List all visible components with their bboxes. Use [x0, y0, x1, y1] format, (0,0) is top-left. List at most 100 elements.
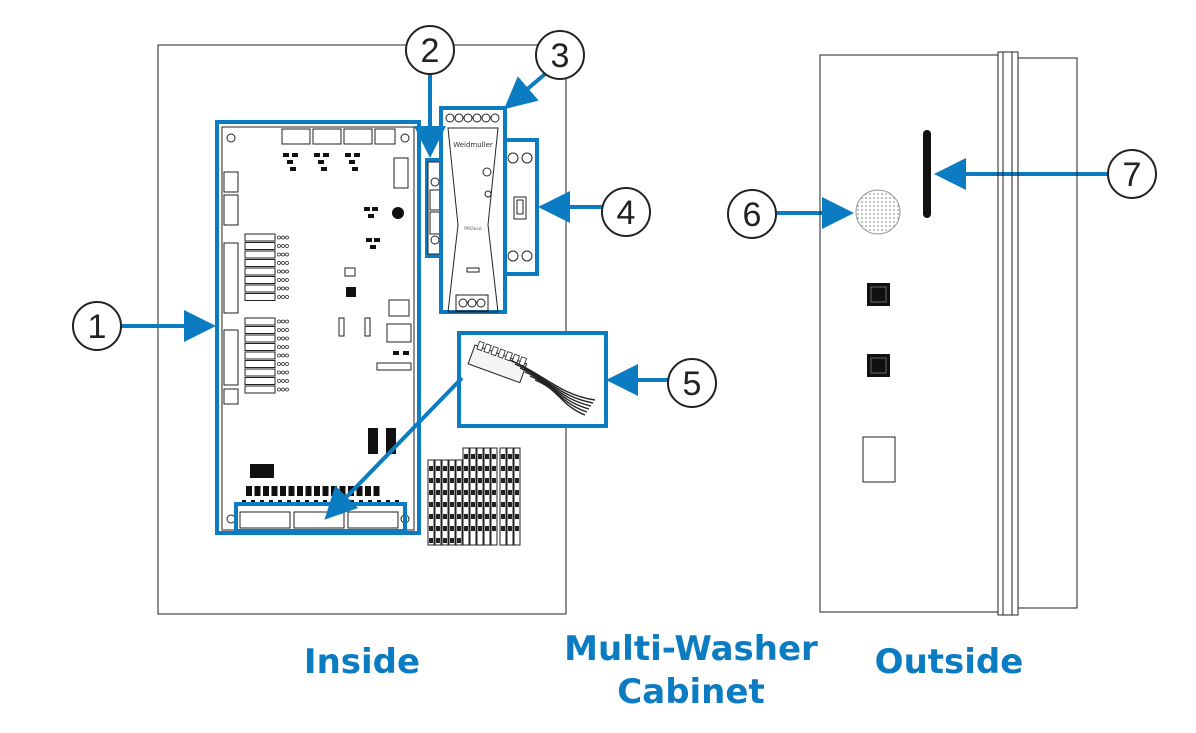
- pin: [281, 252, 285, 257]
- terminal-clamp: [501, 454, 505, 459]
- pin: [281, 328, 285, 332]
- terminal-block: [513, 447, 521, 546]
- header-pin: [263, 486, 269, 496]
- header-pin: [271, 486, 278, 496]
- callout-number: 5: [683, 365, 702, 403]
- terminal-clamp: [429, 502, 433, 507]
- terminal-clamp: [436, 490, 440, 495]
- terminal-clamp: [471, 526, 475, 531]
- pin: [281, 345, 285, 349]
- terminal-clamp: [450, 478, 454, 483]
- terminal-clamp: [457, 514, 461, 519]
- screw-terminal: [463, 113, 473, 123]
- relay-component: [244, 284, 276, 293]
- header-pin: [288, 486, 295, 496]
- terminal-clamp: [492, 502, 496, 507]
- inside-panel: [157, 44, 567, 615]
- wire: [509, 359, 596, 401]
- pin: [281, 336, 285, 341]
- terminal-clamp: [515, 454, 519, 459]
- terminal-clamp: [457, 526, 461, 531]
- terminal-clamp: [492, 514, 496, 519]
- terminal-clamp: [478, 526, 482, 531]
- terminal-clamp: [471, 454, 475, 459]
- terminal-block: [490, 447, 498, 546]
- outside-label: Outside: [875, 642, 1024, 682]
- terminal-block: [499, 447, 507, 546]
- pin: [281, 370, 285, 375]
- pin: [281, 295, 285, 299]
- pin: [281, 278, 285, 282]
- pin: [285, 379, 289, 383]
- relay-component: [244, 250, 276, 259]
- terminal-clamp: [501, 490, 505, 495]
- pin: [285, 235, 289, 240]
- control-board: [221, 126, 415, 531]
- header-pin: [314, 486, 320, 496]
- pin: [277, 362, 281, 366]
- header-pin: [305, 486, 312, 496]
- callout-1: 1: [72, 301, 122, 351]
- header-pin: [356, 486, 363, 496]
- terminal-clamp: [485, 526, 489, 531]
- pin: [285, 319, 289, 324]
- pin: [285, 353, 289, 358]
- terminal-blocks: [427, 447, 521, 546]
- pin: [277, 295, 281, 299]
- pin: [277, 244, 281, 248]
- pin: [281, 387, 285, 392]
- terminal-clamp: [464, 478, 468, 483]
- relay-component: [244, 267, 276, 276]
- callout-6: 6: [727, 189, 777, 239]
- header-pin: [246, 486, 252, 496]
- relay-component: [244, 360, 276, 368]
- pin: [277, 345, 281, 349]
- terminal-clamp: [471, 478, 475, 483]
- terminal-clamp: [457, 478, 461, 483]
- wire: [534, 379, 586, 416]
- callout-arrows: [121, 72, 1108, 520]
- pin: [285, 269, 289, 274]
- pin: [285, 345, 289, 349]
- psu-brand: Weidmuller: [453, 141, 493, 149]
- header-pin: [331, 486, 337, 496]
- terminal-clamp: [478, 478, 482, 483]
- terminal-clamp: [436, 526, 440, 531]
- terminal-clamp: [515, 514, 519, 519]
- pin: [281, 362, 285, 366]
- terminal-clamp: [515, 466, 519, 471]
- pin: [277, 336, 281, 341]
- cabinet-title-line2: Cabinet: [617, 672, 764, 712]
- terminal-clamp: [471, 502, 475, 507]
- button-1: [867, 283, 890, 306]
- relay-component: [244, 368, 276, 377]
- connector-pin: [483, 343, 492, 354]
- terminal-block: [483, 447, 491, 546]
- terminal-clamp: [450, 514, 454, 519]
- wire: [524, 371, 590, 410]
- terminal-block: [506, 447, 514, 546]
- pin: [277, 235, 281, 240]
- pin: [285, 362, 289, 366]
- terminal-clamp: [508, 466, 512, 471]
- callout-number: 7: [1123, 156, 1142, 194]
- terminal-clamp: [429, 514, 433, 519]
- terminal-clamp: [471, 490, 475, 495]
- terminal-clamp: [501, 502, 505, 507]
- screw-terminal: [490, 113, 500, 123]
- button-2: [867, 354, 890, 377]
- terminal-clamp: [457, 502, 461, 507]
- terminal-clamp: [436, 514, 440, 519]
- callout-3: 3: [535, 30, 585, 80]
- terminal-clamp: [464, 454, 468, 459]
- terminal-block: [476, 447, 484, 546]
- terminal-clamp: [508, 514, 512, 519]
- pin: [281, 269, 285, 274]
- pin: [285, 336, 289, 341]
- pin: [285, 278, 289, 282]
- relay-component: [244, 242, 276, 250]
- terminal-clamp: [429, 526, 433, 531]
- terminal-clamp: [443, 478, 447, 483]
- screw-terminal: [481, 113, 491, 123]
